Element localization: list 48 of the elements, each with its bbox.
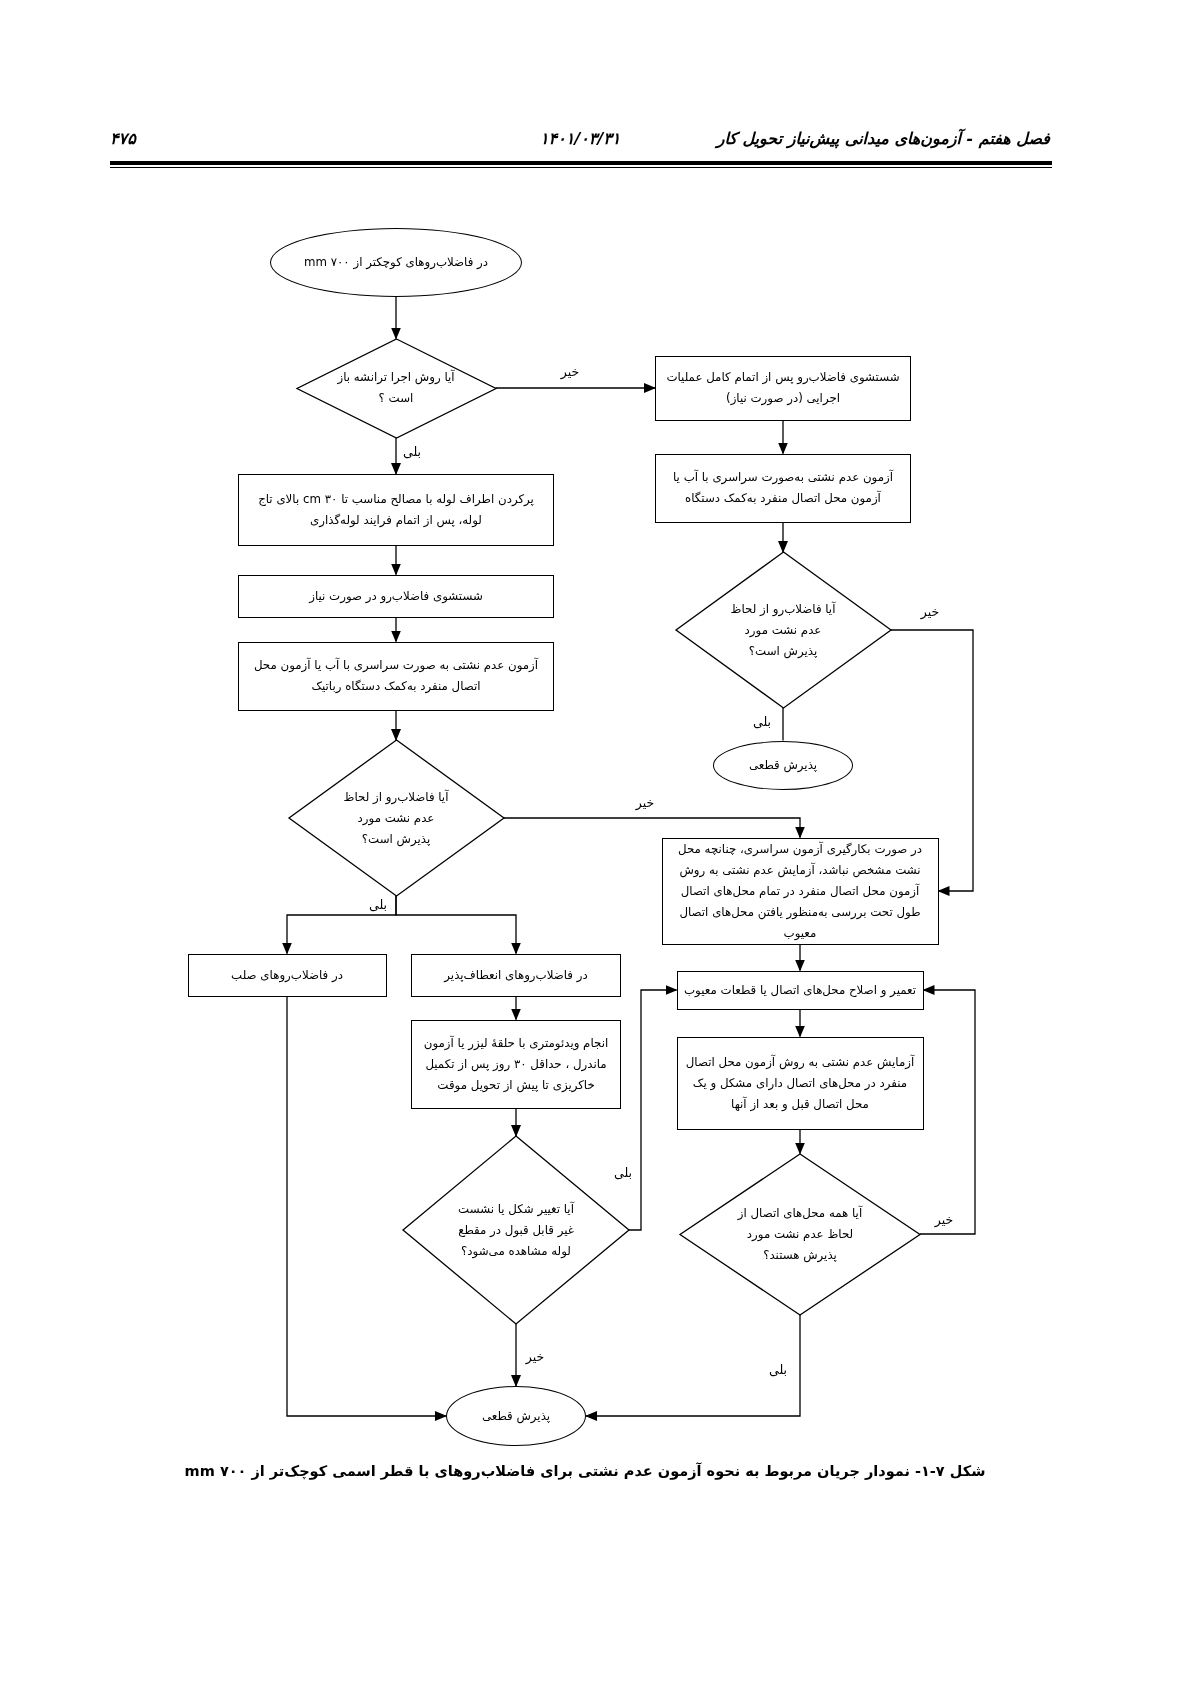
arrow xyxy=(919,985,976,1235)
edge-label: بلی xyxy=(767,1362,789,1378)
arrow xyxy=(795,1128,805,1155)
terminal-ellipse: پذیرش قطعی xyxy=(713,740,853,790)
arrow xyxy=(511,1107,521,1137)
process-box: شستشوی فاضلاب‌رو پس از اتمام کامل عملیات اجرایی (در صورت نیاز) xyxy=(655,355,911,421)
arrow xyxy=(391,295,401,340)
arrow xyxy=(778,521,788,553)
arrow xyxy=(795,1008,805,1038)
arrow xyxy=(511,1323,521,1387)
process-box: انجام ویدئومتری با حلقهٔ لیزر یا آزمون ماندرل ، حداقل ۳۰ روز پس از تکمیل خاکریزی تا پیش از تحویل موقت xyxy=(411,1019,621,1109)
process-box: در فاضلاب‌روهای صلب xyxy=(187,953,387,997)
arrow xyxy=(391,709,401,741)
header-text: ۴۷۵ xyxy=(110,128,136,150)
arrow xyxy=(511,995,521,1021)
header-text: ۱۴۰۱/۰۳/۳۱ xyxy=(540,128,621,150)
decision-diamond: آیا روش اجرا ترانشه باز است ؟ xyxy=(296,338,496,438)
process-box: آزمایش عدم نشتی به روش آزمون محل اتصال منفرد در محل‌های اتصال دارای مشکل و یک محل اتصال قبل و بعد از آنها xyxy=(676,1036,924,1130)
caption: شکل ۷-۱- نمودار جریان مربوط به نحوه آزمون عدم نشتی برای فاضلاب‌روهای با قطر اسمی کوچک‌تر از ۷۰۰ mm xyxy=(183,1461,987,1482)
edge-label: بلی xyxy=(401,444,423,460)
edge-label: بلی xyxy=(367,897,389,913)
process-box: شستشوی فاضلاب‌رو در صورت نیاز xyxy=(238,574,554,618)
arrow xyxy=(395,895,521,955)
process-box: پرکردن اطراف لوله با مصالح مناسب تا ۳۰ cm بالای تاج لوله، پس از اتمام فرایند لوله‌گذاری xyxy=(238,474,554,546)
arrow xyxy=(502,817,805,839)
process-box: آزمون عدم نشتی به‌صورت سراسری با آب یا آزمون محل اتصال منفرد به‌کمک دستگاه xyxy=(655,453,911,523)
arrow xyxy=(585,1313,801,1421)
decision-diamond: آیا فاضلاب‌رو از لحاظ عدم نشت مورد پذیرش است؟ xyxy=(675,552,891,708)
arrow xyxy=(889,629,974,896)
arrow xyxy=(494,383,656,393)
header-text: فصل هفتم - آزمون‌های میدانی پیش‌نیاز تحویل کار xyxy=(716,128,1050,150)
process-box: در صورت بکارگیری آزمون سراسری، چنانچه محل نشت مشخص نباشد، آزمایش عدم نشتی به روش آزمون محل اتصال منفرد در تمام محل‌های اتصال طول تحت بررسی به‌منظور یافتن محل‌های اتصال معیوب xyxy=(661,837,939,945)
arrow xyxy=(286,995,447,1421)
terminal-ellipse: در فاضلاب‌روهای کوچکتر از ۷۰۰ mm xyxy=(270,227,522,297)
process-box: آزمون عدم نشتی به صورت سراسری با آب یا آزمون محل اتصال منفرد به‌کمک دستگاه رباتیک xyxy=(238,641,554,711)
arrow xyxy=(391,545,401,576)
process-box: در فاضلاب‌روهای انعطاف‌پذیر xyxy=(411,953,621,997)
edge-label: بلی xyxy=(751,714,773,730)
edge-label: بلی xyxy=(612,1165,634,1181)
process-box: تعمیر و اصلاح محل‌های اتصال یا قطعات معیوب xyxy=(676,970,924,1010)
arrow xyxy=(628,985,678,1231)
terminal-ellipse: پذیرش قطعی xyxy=(446,1386,586,1446)
arrow xyxy=(795,943,805,972)
arrow xyxy=(391,436,401,475)
decision-diamond: آیا فاضلاب‌رو از لحاظ عدم نشت مورد پذیرش است؟ xyxy=(288,740,504,896)
decision-diamond: آیا همه محل‌های اتصال از لحاظ عدم نشت مورد پذیرش هستند؟ xyxy=(680,1153,920,1315)
arrow xyxy=(778,419,788,455)
arrow xyxy=(391,616,401,643)
